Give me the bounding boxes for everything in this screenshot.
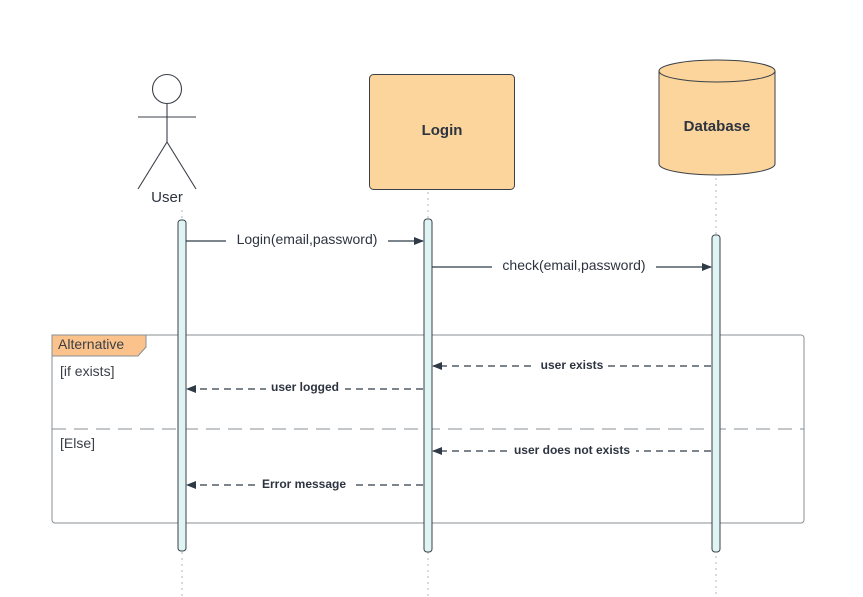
return-user-exists: user exists <box>432 357 711 372</box>
message-login-label: Login(email,password) <box>237 231 378 247</box>
database-cylinder-body <box>658 71 776 176</box>
login-activation-bar <box>423 218 433 553</box>
database-participant-cylinder <box>658 59 776 176</box>
return-user-logged: user logged <box>186 380 423 394</box>
user-actor-left-leg <box>137 141 168 190</box>
message-check: check(email,password) <box>432 257 712 274</box>
return-user-logged-label: user logged <box>271 380 339 394</box>
return-error-message: Error message <box>186 476 423 491</box>
database-participant-label: Database <box>684 118 751 135</box>
login-participant-box <box>369 74 515 190</box>
user-actor-head <box>151 73 183 105</box>
database-activation-bar <box>711 234 721 553</box>
login-participant-label: Login <box>422 122 463 139</box>
user-actor-right-leg <box>166 141 197 190</box>
return-user-not-exists: user does not exists <box>432 442 711 457</box>
return-user-not-exists-label: user does not exists <box>514 443 630 457</box>
guard-if-exists: [if exists] <box>60 363 114 379</box>
user-activation-bar <box>177 219 187 552</box>
user-actor-label: User <box>151 189 183 206</box>
database-cylinder-top <box>658 59 776 83</box>
return-error-message-label: Error message <box>262 477 346 491</box>
alt-fragment-tag <box>51 334 147 357</box>
return-user-exists-label: user exists <box>541 358 604 372</box>
alt-fragment-tag-label: Alternative <box>58 336 124 352</box>
message-check-label: check(email,password) <box>502 257 645 273</box>
message-login: Login(email,password) <box>186 231 424 248</box>
guard-else: [Else] <box>60 435 95 451</box>
user-actor <box>137 73 197 190</box>
